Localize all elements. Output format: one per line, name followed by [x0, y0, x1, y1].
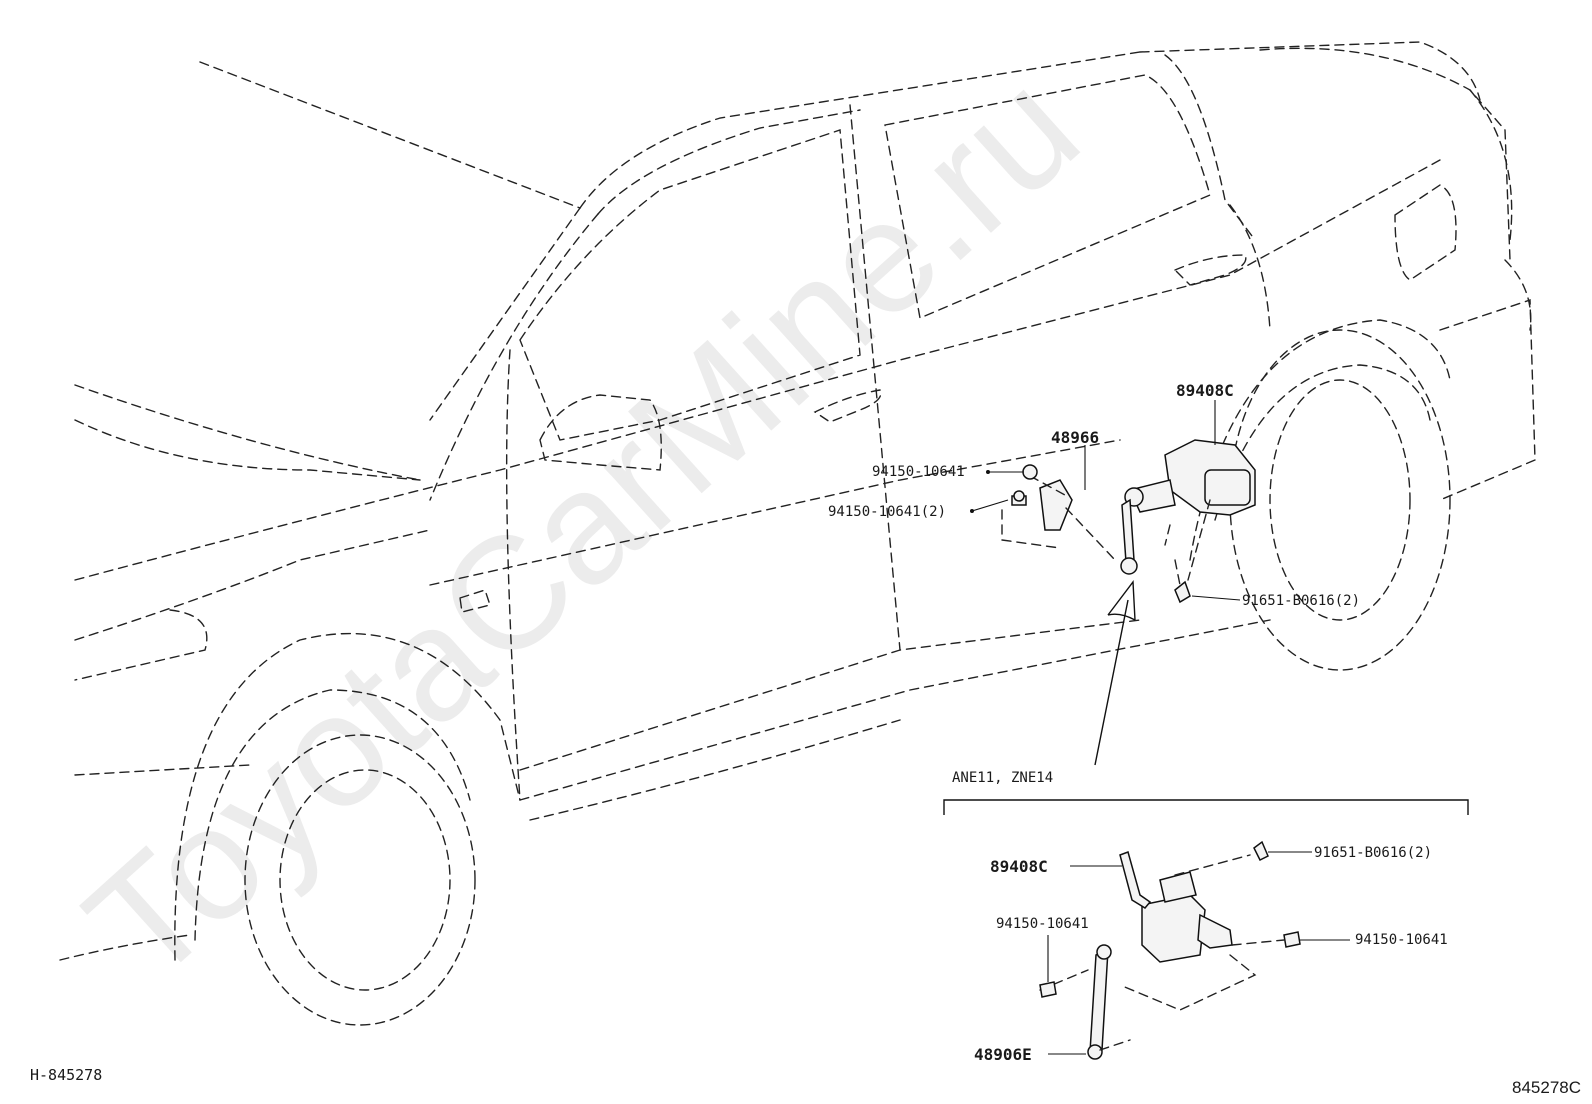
- drawing-number: H-845278: [30, 1066, 102, 1084]
- nut-icon: [1022, 464, 1038, 480]
- detail-link-48906e: [1089, 948, 1109, 1053]
- main-assembly: 89408C 48966 94150-10641 94150-10641(2) …: [828, 381, 1360, 766]
- detail-label-sensor: 89408C: [990, 857, 1048, 876]
- label-bracket: 48966: [1051, 428, 1099, 447]
- bracket-48966: [1039, 479, 1073, 531]
- detail-sensor: [1141, 894, 1206, 963]
- vehicle-outline: [59, 41, 1536, 1026]
- label-bolt: 91651-B0616(2): [1242, 593, 1360, 609]
- detail-bracket-line: [943, 799, 1469, 815]
- bolt-icon: [1253, 840, 1269, 862]
- detail-inset: ANE11, ZNE14 89408C 91651-B0616(2) 94150…: [943, 770, 1469, 1064]
- detail-label-nut-left: 94150-10641: [996, 916, 1089, 932]
- variant-note: ANE11, ZNE14: [952, 770, 1053, 786]
- bolt-icon: [1174, 580, 1191, 604]
- detail-label-link: 48906E: [974, 1045, 1032, 1064]
- label-nut-double: 94150-10641(2): [828, 504, 946, 520]
- figure-code: 845278C: [1512, 1078, 1581, 1097]
- watermark: ToyotaCarMine.ru: [53, 37, 1111, 1015]
- label-sensor: 89408C: [1176, 381, 1234, 400]
- nut-icon: [1039, 981, 1057, 998]
- nut-icon: [1283, 931, 1301, 948]
- detail-label-nut-right: 94150-10641: [1355, 932, 1448, 948]
- label-nut-single: 94150-10641: [872, 464, 965, 480]
- detail-label-bolt: 91651-B0616(2): [1314, 845, 1432, 861]
